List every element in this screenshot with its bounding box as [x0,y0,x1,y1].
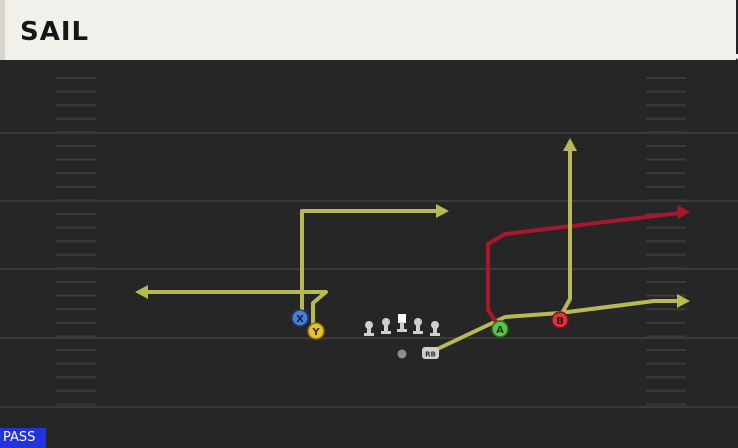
route-y [143,290,328,330]
receiver-y: Y [307,322,325,340]
header-corner [732,54,738,60]
hash-marks-left [56,77,96,406]
route-x [300,209,442,318]
route-b [558,146,572,319]
play-type-badge: PASS [0,428,46,448]
rb-label: RB [425,351,436,359]
button-b-label: B [556,316,564,327]
arrowhead-y [135,285,148,299]
receiver-a: A [491,320,509,338]
arrowhead-b [563,138,577,151]
yard-lines [0,132,738,408]
header-accent [0,0,5,60]
receiver-x: X [291,309,309,327]
button-a-label: A [496,325,504,336]
center [397,314,407,332]
play-field [0,60,738,448]
arrowhead-x [436,204,449,218]
route-a [486,211,682,327]
lineman [413,318,423,334]
play-title: SAIL [20,17,90,47]
lineman [381,318,391,334]
play-header: SAIL [0,0,736,60]
running-back: RB [422,347,439,359]
offensive-line [364,314,440,336]
receiver-b: B [551,311,569,329]
button-x-label: X [296,314,304,325]
lineman [430,321,440,336]
quarterback [397,349,407,359]
arrowhead-rb [677,294,690,308]
hash-marks-right [646,77,686,406]
arrowhead-a [677,205,690,219]
lineman [364,321,374,336]
button-y-label: Y [311,327,320,338]
